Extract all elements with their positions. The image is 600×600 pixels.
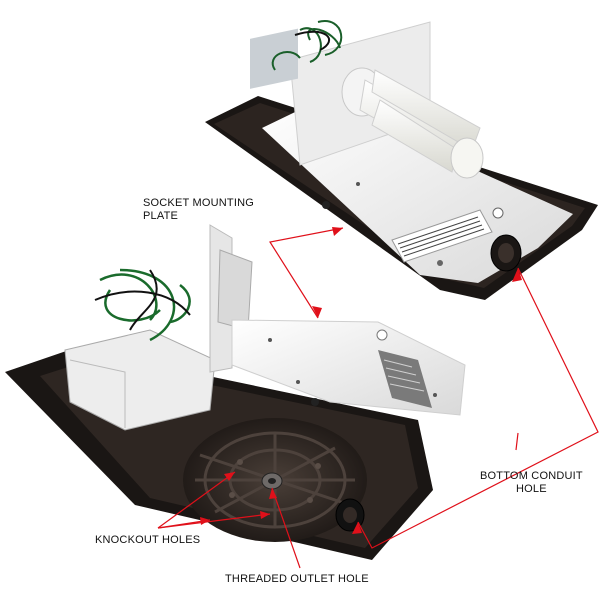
bottom-ballast	[64, 329, 216, 431]
cfl-bulb	[341, 67, 484, 179]
callout-arrows	[200, 227, 522, 534]
top-label-sticker	[391, 209, 493, 263]
threaded-outlet-hole-label: THREADED OUTLET HOLE	[225, 573, 369, 585]
callout-line-conduit	[357, 267, 599, 549]
callout-line-knockout-3	[157, 513, 271, 529]
knockout-holes-label: KNOCKOUT HOLES	[95, 534, 201, 546]
bottom-wires	[99, 268, 191, 342]
bottom-conduit-hole-label: BOTTOM CONDUIT HOLE	[480, 470, 583, 495]
callout-line-plate	[269, 227, 344, 319]
top-wires	[271, 20, 343, 71]
socket-mounting-plate-label: SOCKET MOUNTING PLATE	[143, 197, 254, 222]
bottom-label-sticker	[378, 350, 432, 408]
bottom-fixture	[5, 224, 466, 560]
top-fixture	[205, 20, 598, 300]
callout-line-outlet	[271, 487, 301, 569]
callout-line-knockout-1	[157, 471, 236, 529]
